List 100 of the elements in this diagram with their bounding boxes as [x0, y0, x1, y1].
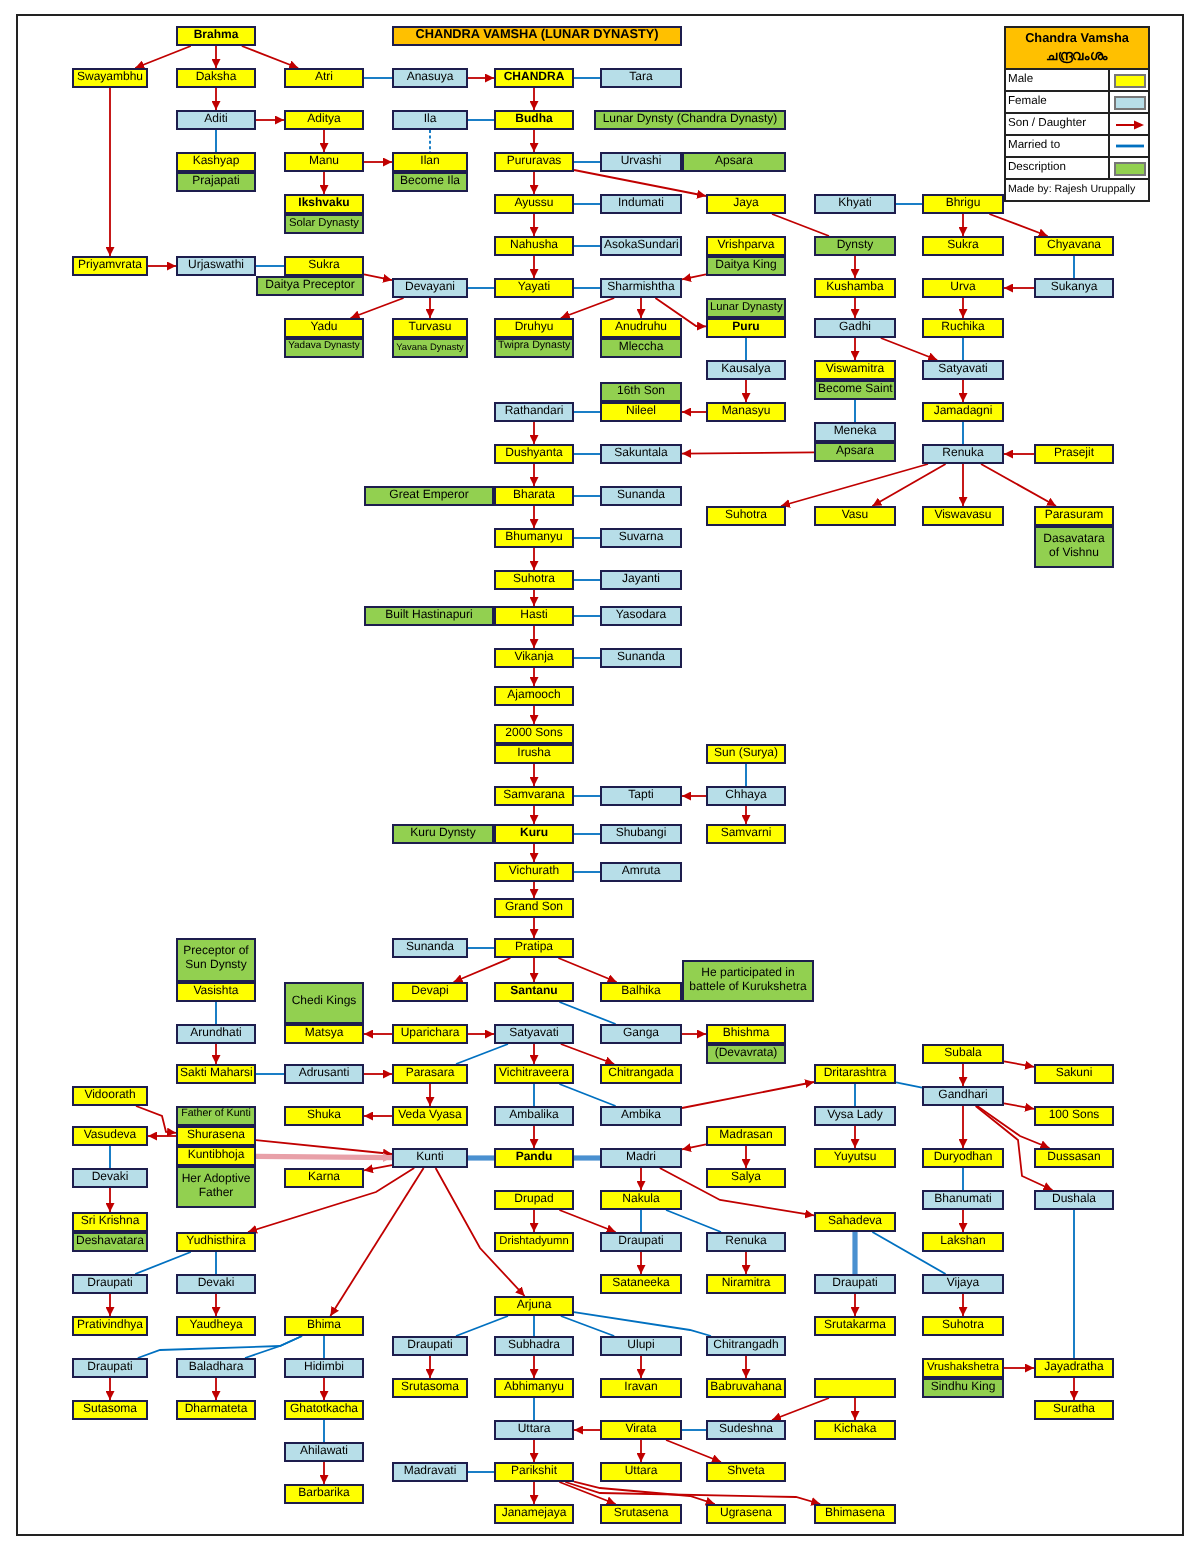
arrow: [636, 1439, 646, 1463]
connector-line: [745, 337, 747, 361]
arrow: [529, 881, 539, 899]
arrow: [741, 1251, 751, 1275]
connector-line: [255, 1073, 285, 1075]
connector-line: [573, 77, 601, 79]
connector-line: [665, 1209, 722, 1233]
arrow: [529, 255, 539, 279]
connector-line: [573, 537, 601, 539]
arrow: [529, 1355, 539, 1379]
arrow: [958, 1209, 968, 1233]
arrow: [452, 957, 512, 983]
arrow: [319, 1377, 329, 1401]
connector-line: [455, 1315, 509, 1337]
connector-line: [573, 579, 601, 581]
arrow: [211, 1043, 221, 1065]
connector-line: [852, 1232, 858, 1274]
arrow: [573, 169, 707, 199]
arrow: [529, 463, 539, 487]
arrow: [529, 625, 539, 649]
arrow: [529, 843, 539, 863]
arrow: [681, 1143, 707, 1152]
connector-line: [559, 1315, 616, 1337]
arrow: [105, 1377, 115, 1401]
arrow: [771, 1397, 830, 1421]
arrow: [658, 1167, 815, 1219]
connector-line: [573, 657, 601, 659]
arrow: [147, 261, 177, 271]
connector-line: [134, 1251, 192, 1275]
arrow: [1003, 1102, 1035, 1112]
arrow: [557, 957, 618, 983]
arrow: [329, 1167, 425, 1317]
arrow: [363, 1069, 393, 1079]
arrow: [147, 1131, 177, 1141]
arrow: [529, 213, 539, 237]
arrow: [850, 255, 860, 279]
connector-line: [323, 1419, 325, 1443]
arrow: [425, 1355, 435, 1379]
arrow: [1069, 1377, 1079, 1401]
connector-line: [573, 245, 601, 247]
arrow: [958, 213, 968, 237]
connector-line: [573, 615, 601, 617]
arrow: [467, 1029, 495, 1039]
arrow: [636, 1355, 646, 1379]
arrow: [529, 1125, 539, 1149]
connector-line: [573, 795, 601, 797]
arrow: [211, 1293, 221, 1317]
arrow: [135, 1105, 177, 1137]
arrow: [529, 421, 539, 445]
arrow: [1003, 1060, 1035, 1070]
connector-line: [895, 1081, 923, 1089]
arrow: [559, 297, 616, 320]
arrow: [529, 547, 539, 571]
connector-line: [573, 453, 601, 455]
arrow: [976, 1105, 1051, 1149]
connector-line: [640, 1209, 642, 1233]
arrow: [247, 1167, 416, 1234]
arrow: [850, 1293, 860, 1317]
arrow: [741, 1145, 751, 1169]
connector-line: [215, 1001, 217, 1025]
arrow: [564, 1481, 822, 1506]
connector-line: [854, 1083, 856, 1107]
connector-line: [573, 871, 601, 873]
arrow: [529, 1209, 539, 1233]
arrow: [529, 1439, 539, 1463]
connector-line: [573, 495, 601, 497]
arrow: [850, 297, 860, 319]
arrow: [363, 1164, 393, 1174]
arrow: [850, 1397, 860, 1421]
arrow: [573, 1425, 601, 1435]
connector-line: [455, 1043, 509, 1065]
connector-line: [533, 1397, 535, 1421]
arrow: [211, 45, 221, 69]
arrow: [879, 337, 939, 361]
arrow: [255, 115, 285, 125]
connector-line: [962, 1167, 964, 1191]
connector-line: [573, 1311, 712, 1337]
connector-line: [363, 77, 393, 79]
arrow: [988, 213, 1049, 238]
arrow: [871, 463, 947, 507]
arrow: [1003, 1363, 1035, 1373]
arrow: [529, 505, 539, 529]
arrow: [467, 73, 495, 83]
connector-line: [468, 1155, 494, 1161]
connector-line: [215, 1251, 217, 1275]
connector-line: [854, 399, 856, 423]
connector-line: [771, 213, 830, 237]
empty-name-box: [814, 1378, 896, 1398]
arrow: [529, 957, 539, 983]
connector-line: [558, 1083, 617, 1107]
connector-line: [1073, 1209, 1075, 1359]
arrow: [980, 463, 1057, 507]
arrow: [134, 45, 192, 69]
arrow: [363, 1111, 393, 1121]
arrow: [211, 87, 221, 111]
arrow: [319, 129, 329, 153]
connector-line: [467, 947, 495, 949]
connector-line: [573, 287, 601, 289]
connector-line: [1073, 255, 1075, 279]
arrow: [681, 791, 707, 801]
